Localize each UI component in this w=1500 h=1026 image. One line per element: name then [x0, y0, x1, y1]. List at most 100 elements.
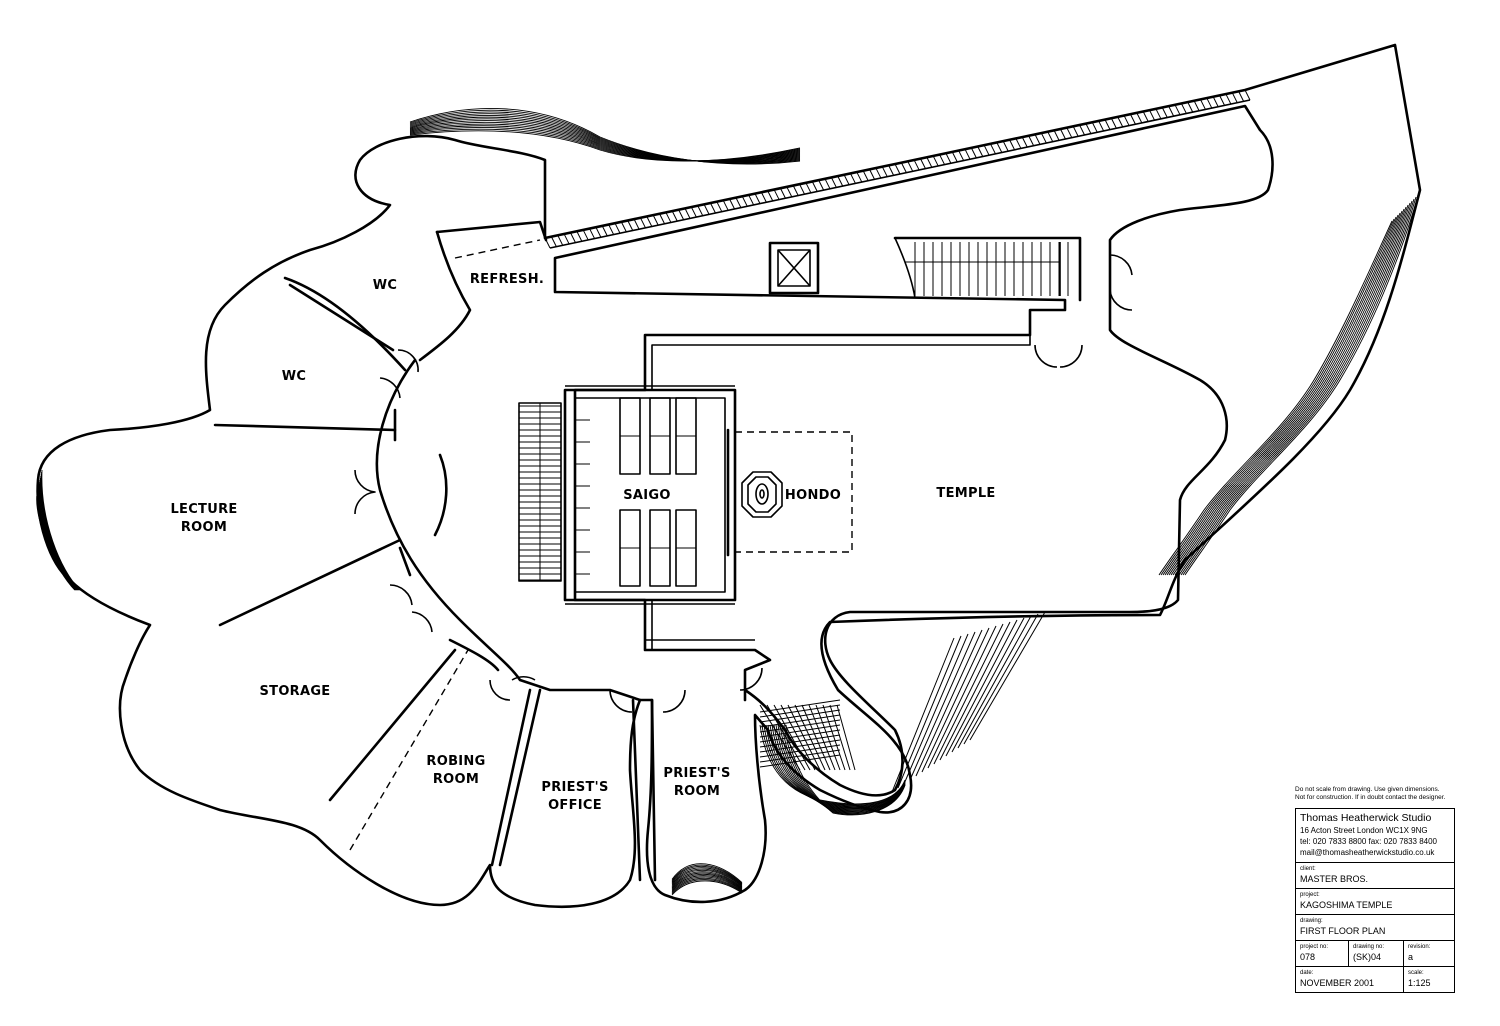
- walkway-rung: [633, 218, 640, 230]
- drawing-caption: drawing:: [1300, 918, 1323, 924]
- north-stair: [893, 236, 1082, 302]
- walkway-rung: [550, 236, 557, 247]
- walkway-rung: [640, 217, 646, 229]
- contour-line: [671, 867, 743, 886]
- revision-value: a: [1408, 952, 1414, 962]
- walkway-rung: [697, 205, 704, 216]
- project-row: project: KAGOSHIMA TEMPLE: [1296, 889, 1454, 915]
- contour-line: [1170, 208, 1405, 576]
- walkway-rung: [773, 189, 780, 200]
- client-value: MASTER BROS.: [1300, 874, 1369, 884]
- room-label-priests-room-2: ROOM: [674, 784, 720, 799]
- walkway-rung: [939, 154, 945, 165]
- step-line: [951, 617, 1025, 753]
- contour-line: [1162, 216, 1397, 576]
- disclaimer-note: Do not scale from drawing. Use given dim…: [1295, 786, 1455, 802]
- walkway-rung: [678, 209, 685, 220]
- stair-hatch: [829, 704, 851, 771]
- walkway-rung: [570, 232, 576, 243]
- contour-line: [1176, 202, 1411, 576]
- walkway-rung: [652, 214, 659, 226]
- lift-shaft: [768, 241, 820, 295]
- project-no-caption: project no:: [1300, 944, 1329, 950]
- project-no-value: 078: [1300, 952, 1316, 962]
- stair-hatch: [759, 754, 841, 768]
- walkway-rung: [767, 190, 774, 202]
- room-label-priests-office-2: OFFICE: [548, 798, 602, 813]
- outer-wall: [36, 43, 1422, 908]
- walkway-rung: [990, 143, 996, 155]
- walkway-rung: [754, 193, 761, 204]
- walkway-rung: [837, 175, 844, 187]
- step-line: [921, 627, 990, 773]
- stair-hatch: [815, 704, 841, 771]
- step-line: [927, 625, 997, 769]
- studio-address: 16 Acton Street London WC1X 9NG: [1300, 826, 1428, 835]
- walkway-rung: [1193, 100, 1200, 111]
- numbers-row: project no: 078 drawing no: (SK)04 revis…: [1296, 941, 1454, 967]
- client-caption: client:: [1300, 866, 1316, 872]
- walkway-rung: [601, 225, 608, 237]
- client-row: client: MASTER BROS.: [1296, 863, 1454, 889]
- room-label-hondo: HONDO: [785, 488, 841, 503]
- contour-line: [1178, 200, 1413, 576]
- contour-line: [785, 724, 906, 816]
- drawing-no-caption: drawing no:: [1353, 944, 1385, 950]
- disclaimer-line-2: Not for construction. If in doubt contac…: [1295, 794, 1446, 801]
- contour-line: [1168, 210, 1403, 576]
- step-line: [969, 611, 1046, 741]
- walkway-rung: [1034, 134, 1041, 145]
- disclaimer-line-1: Do not scale from drawing. Use given dim…: [1295, 786, 1440, 793]
- walkway-rung: [716, 201, 723, 212]
- drawing-no-cell: drawing no: (SK)04: [1349, 941, 1404, 966]
- room-label-saigo: SAIGO: [623, 488, 670, 503]
- walkway-rung: [894, 163, 901, 175]
- project-caption: project:: [1300, 892, 1320, 898]
- walkway-rung: [1187, 101, 1194, 113]
- contour-line: [1160, 218, 1395, 576]
- walkway-rung: [1021, 136, 1028, 148]
- walkway-rung: [1110, 118, 1117, 129]
- walkway-rung: [703, 204, 710, 215]
- walkway-rung: [665, 212, 672, 223]
- contour-line: [1164, 214, 1399, 576]
- walkway-rung: [964, 148, 971, 160]
- contour-line: [671, 873, 743, 890]
- room-label-temple: TEMPLE: [936, 486, 995, 501]
- hondo-area: [726, 428, 853, 557]
- walkway-rung: [690, 206, 697, 218]
- walkway-rung: [843, 174, 850, 185]
- stair-hatch: [759, 724, 841, 738]
- saigo-benches: [575, 397, 697, 587]
- project-value: KAGOSHIMA TEMPLE: [1300, 900, 1393, 910]
- walkway-rung: [748, 194, 755, 206]
- walkway-rung: [1047, 131, 1054, 142]
- walkway-rung: [945, 153, 952, 164]
- contour-line: [1174, 204, 1409, 576]
- walkway-rung: [1104, 119, 1111, 130]
- stair-hatch: [766, 704, 806, 771]
- contour-line: [671, 871, 743, 888]
- walkway-rung: [824, 178, 831, 190]
- walkway-rung: [869, 169, 875, 180]
- project-no-cell: project no: 078: [1296, 941, 1349, 966]
- walkway-rung: [1180, 103, 1187, 114]
- walkway-rung: [1238, 91, 1245, 102]
- stair-hatch: [759, 744, 841, 758]
- walkway-rung: [1225, 93, 1232, 105]
- contour-line: [1180, 198, 1415, 576]
- walkway-rung: [856, 171, 863, 183]
- walkway-rung: [881, 166, 888, 177]
- east-steps: [891, 611, 1046, 793]
- walkway-rung: [913, 159, 920, 171]
- room-labels: WC REFRESH. WC LECTURE ROOM SAIGO HONDO …: [170, 272, 995, 813]
- walkway-rung: [627, 220, 634, 231]
- contour-band-north: [409, 108, 801, 165]
- contour-line: [1158, 220, 1393, 576]
- contour-line: [671, 877, 743, 893]
- walkway-rung: [1079, 124, 1085, 136]
- studio-phone: tel: 020 7833 8800 fax: 020 7833 8400: [1300, 837, 1438, 846]
- revision-caption: revision:: [1408, 944, 1431, 950]
- walkway-rung: [932, 155, 939, 167]
- walkway-rung: [951, 151, 958, 163]
